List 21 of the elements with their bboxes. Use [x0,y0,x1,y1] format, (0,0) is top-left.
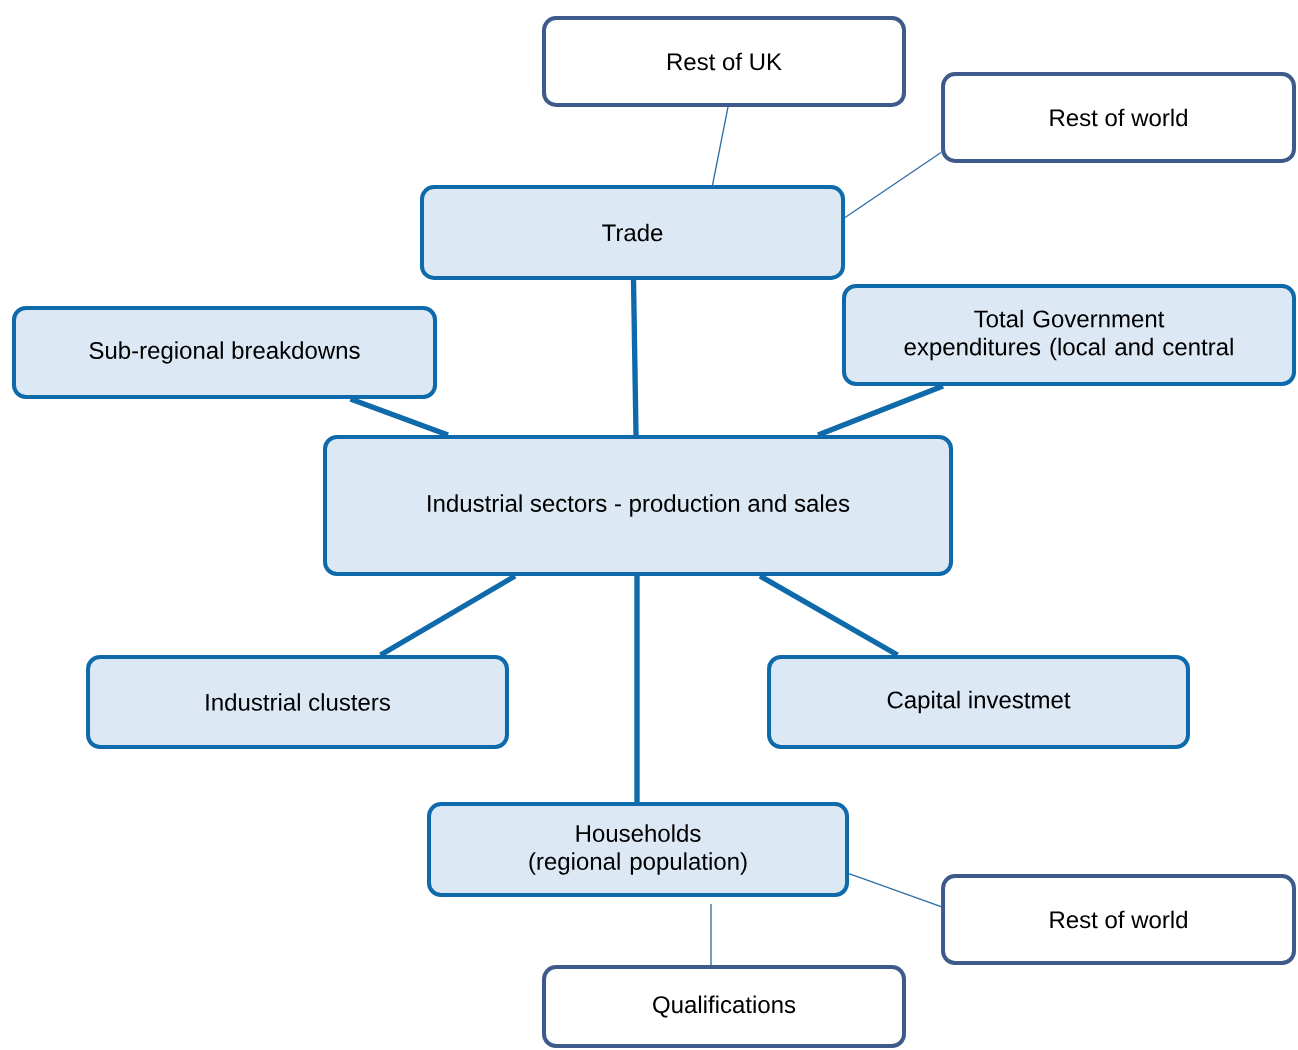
connector [710,903,712,966]
connector [844,151,942,219]
external-box: Rest of UK [542,16,906,107]
process-box: Capital investmet [767,655,1190,749]
connector [349,396,449,438]
connector [379,573,517,658]
connector [634,576,640,803]
process-box: Households (regional population) [427,802,849,897]
connector [817,383,944,438]
external-box: Qualifications [542,965,906,1048]
connector [848,872,942,908]
external-box: Rest of world [941,874,1296,965]
connector [630,279,639,435]
external-box: Rest of world [941,72,1296,163]
process-box: Sub-regional breakdowns [11,305,438,400]
process-box: Total Government expenditures (local and central [842,284,1296,386]
process-box: Trade [419,185,846,280]
connector [711,106,729,186]
process-box: Industrial sectors - production and sales [323,435,953,577]
process-box: Industrial clusters [86,655,509,749]
connector [758,573,899,658]
